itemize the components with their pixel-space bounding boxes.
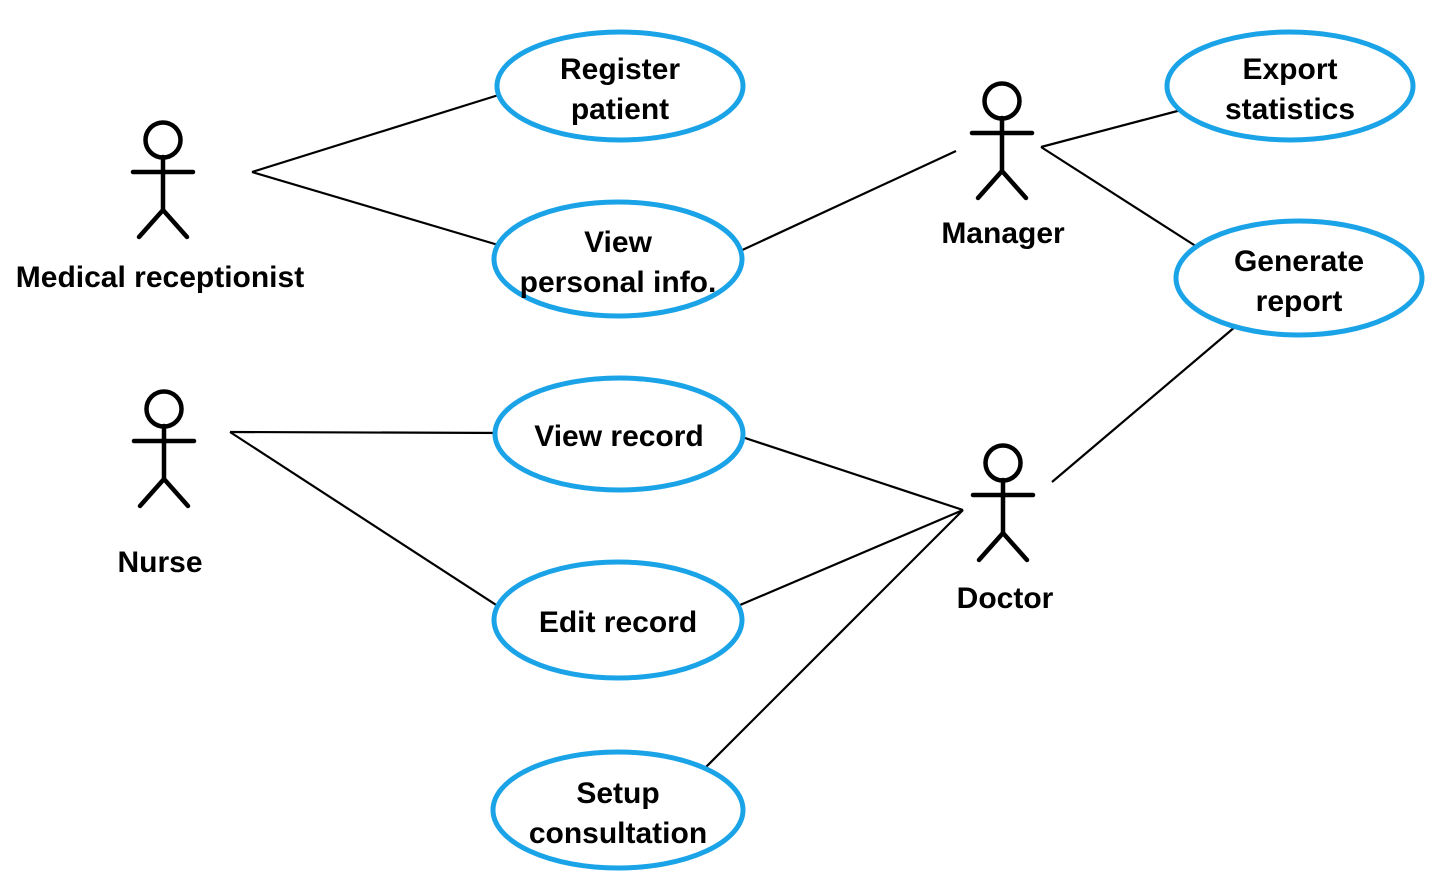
association-nurse-edit-record	[229, 431, 511, 615]
association-manager-view-personal-info	[737, 150, 957, 253]
usecase-label: Generate	[1234, 245, 1364, 278]
actor-figure-head	[982, 81, 1022, 121]
actor-doctor: Doctor	[957, 443, 1054, 615]
actor-label-manager: Manager	[941, 217, 1065, 250]
association-manager-generate-report	[1040, 146, 1206, 253]
usecase-label: Setup	[576, 777, 659, 810]
usecase-setup-consultation-ellipse	[490, 749, 746, 871]
association-manager-export-statistics	[1040, 107, 1186, 149]
usecase-view-personal-info: View personal info.	[491, 199, 745, 319]
use-case-nodes: Register patient View personal info. Exp…	[490, 29, 1425, 871]
usecase-label: consultation	[529, 817, 707, 850]
actors: Medical receptionist Manager Nurse Docto…	[16, 81, 1065, 615]
usecase-export-statistics: Export statistics	[1164, 29, 1416, 143]
usecase-label: Export	[1242, 53, 1337, 86]
usecase-label: Edit record	[539, 606, 697, 639]
associations	[229, 91, 1243, 776]
actor-figure-legs	[137, 475, 191, 509]
actor-medical-receptionist: Medical receptionist	[16, 120, 304, 294]
actor-nurse: Nurse	[117, 389, 203, 579]
usecase-setup-consultation: Setup consultation	[490, 749, 746, 871]
usecase-label: statistics	[1225, 93, 1355, 126]
usecase-export-statistics-ellipse	[1164, 29, 1416, 143]
association-doctor-edit-record	[732, 508, 964, 610]
association-receptionist-register-patient	[251, 91, 506, 174]
actor-figure-legs	[975, 167, 1029, 201]
usecase-label: report	[1256, 285, 1343, 318]
actor-figure-head	[144, 389, 184, 429]
usecase-register-patient-ellipse	[494, 29, 746, 143]
usecase-edit-record-ellipse	[491, 559, 745, 681]
usecase-generate-report: Generate report	[1173, 218, 1425, 338]
usecase-label: View record	[534, 420, 704, 453]
actor-manager: Manager	[941, 81, 1065, 250]
usecase-generate-report-ellipse	[1173, 218, 1425, 338]
association-doctor-view-record	[735, 433, 964, 512]
usecase-label: View	[584, 226, 652, 259]
actor-figure-legs	[136, 206, 190, 240]
association-nurse-view-record	[229, 430, 513, 435]
association-doctor-generate-report	[1051, 320, 1243, 483]
actor-label-doctor: Doctor	[957, 582, 1054, 615]
association-doctor-setup-consultation	[697, 509, 964, 776]
usecase-label: patient	[571, 93, 669, 126]
usecase-edit-record: Edit record	[491, 559, 745, 681]
actor-figure-head	[983, 443, 1023, 483]
actor-label-nurse: Nurse	[117, 546, 202, 579]
usecase-view-record: View record	[492, 375, 746, 493]
usecase-view-record-ellipse	[492, 375, 746, 493]
actor-label-medical-receptionist: Medical receptionist	[16, 261, 304, 294]
actor-figure-head	[143, 120, 183, 160]
usecase-label: personal info.	[520, 266, 717, 299]
usecase-view-personal-info-ellipse	[491, 199, 745, 319]
usecase-register-patient: Register patient	[494, 29, 746, 143]
usecase-label: Register	[560, 53, 680, 86]
actor-figure-legs	[976, 529, 1030, 563]
association-receptionist-view-personal-info	[251, 170, 506, 249]
